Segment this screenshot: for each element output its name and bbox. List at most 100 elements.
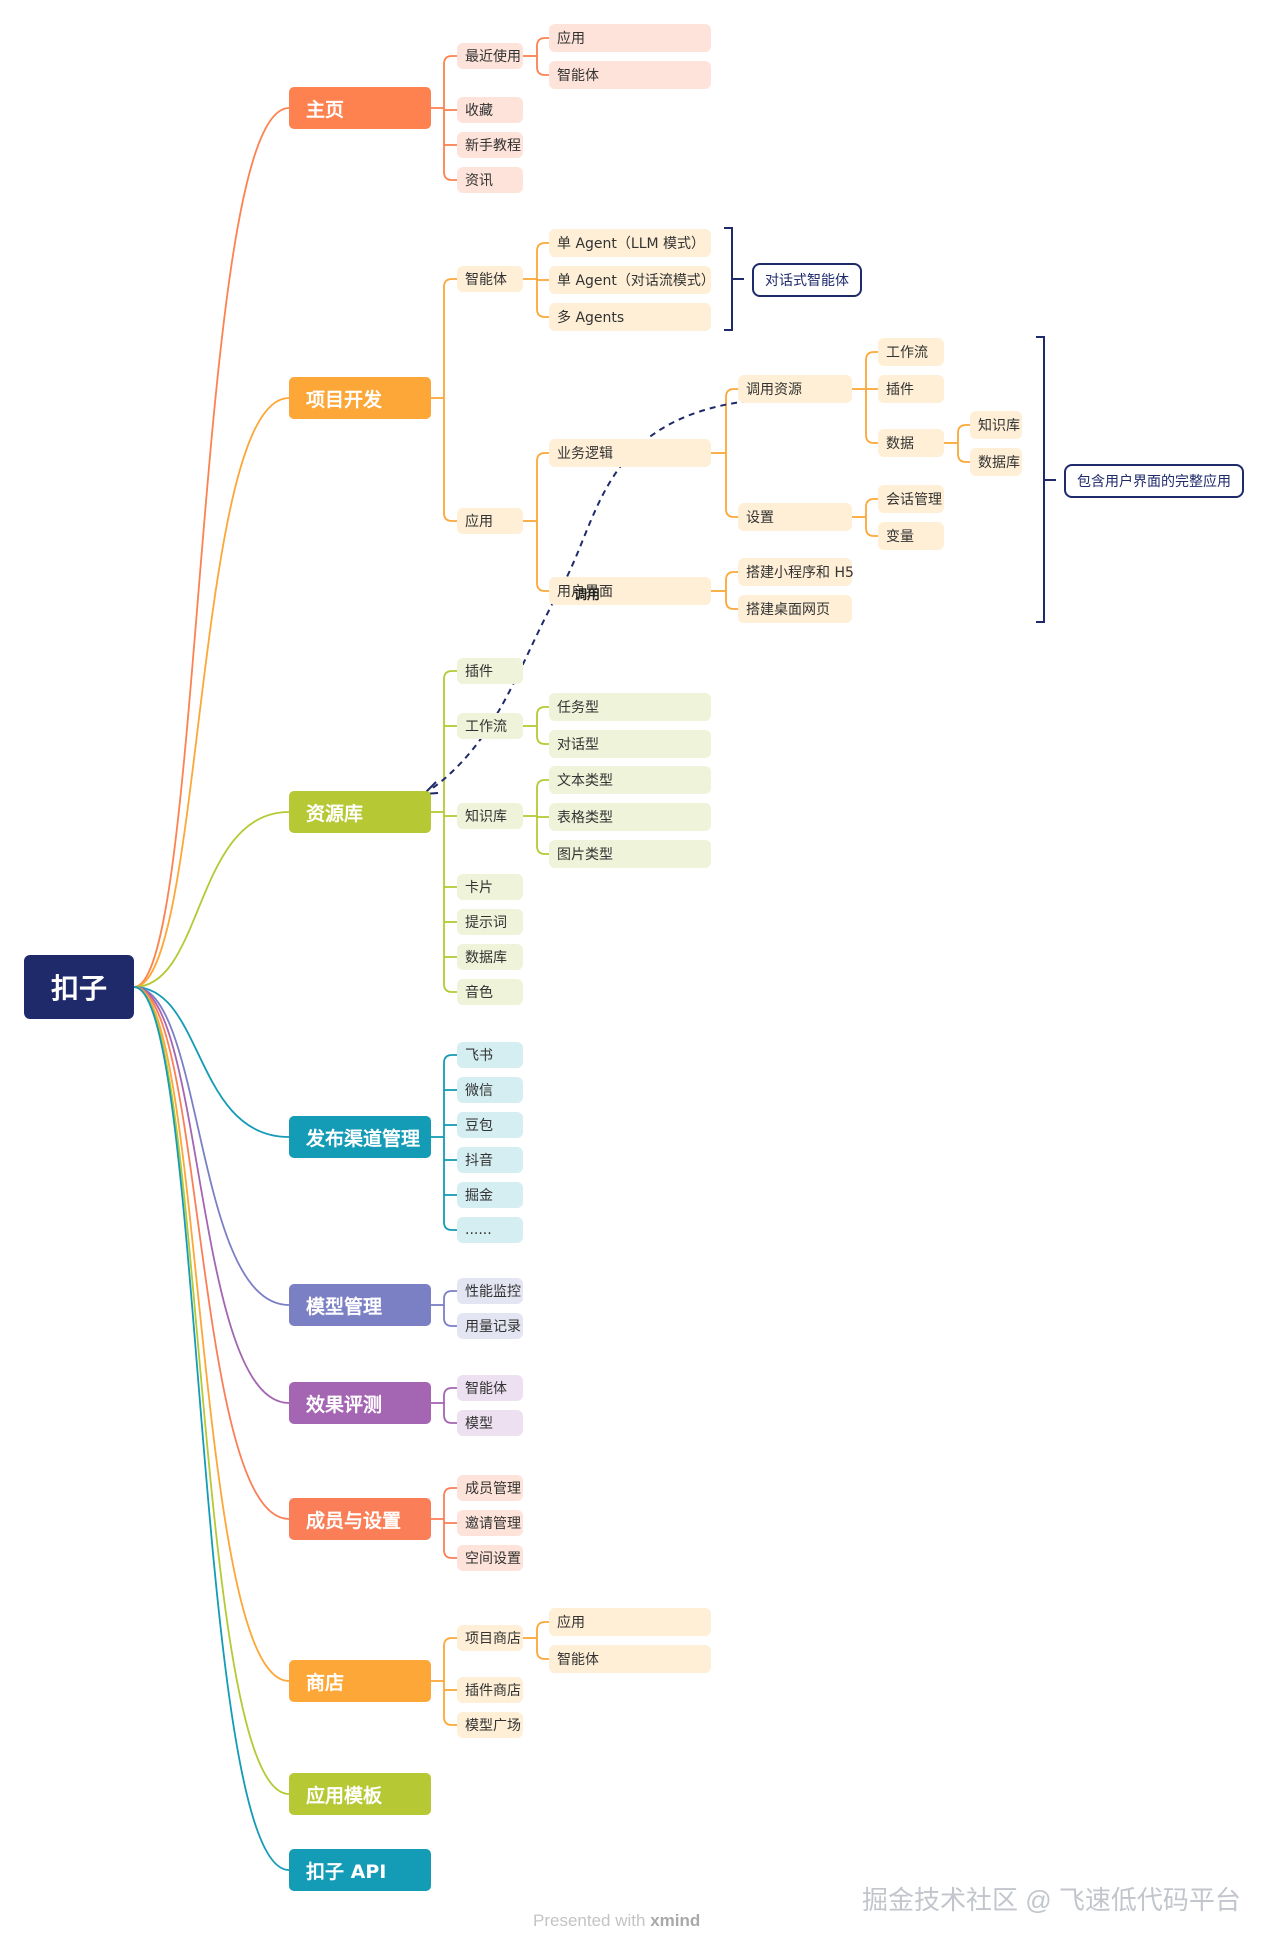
connector-line <box>133 986 290 1795</box>
node-2-2-2[interactable]: 图片类型 <box>549 840 711 868</box>
node-1-0[interactable]: 智能体 <box>457 266 523 292</box>
summary-app-group[interactable]: 包含用户界面的完整应用 <box>1064 464 1244 498</box>
node-1-1-0-0-2-1[interactable]: 数据库 <box>970 448 1022 476</box>
node-1-1-0-0-0[interactable]: 工作流 <box>878 338 944 366</box>
node-5-1[interactable]: 模型 <box>457 1410 523 1436</box>
node-2-2-1[interactable]: 表格类型 <box>549 803 711 831</box>
node-4-1[interactable]: 用量记录 <box>457 1313 523 1339</box>
node-5-0[interactable]: 智能体 <box>457 1375 523 1401</box>
connector-line <box>865 498 878 508</box>
branch-7[interactable]: 成员与设置 <box>289 1498 431 1540</box>
branch-9[interactable]: 应用模板 <box>289 1773 431 1815</box>
connector-line <box>536 66 549 76</box>
node-6-0[interactable]: 成员管理 <box>457 1475 523 1501</box>
node-7-2[interactable]: 模型广场 <box>457 1712 523 1738</box>
node-1-1-0-1-0[interactable]: 会话管理 <box>878 485 944 513</box>
node-2-5[interactable]: 数据库 <box>457 944 523 970</box>
branch-4[interactable]: 发布渠道管理 <box>289 1116 431 1158</box>
node-0-3[interactable]: 资讯 <box>457 167 523 193</box>
node-2-2-0[interactable]: 文本类型 <box>549 766 711 794</box>
connector-line <box>443 171 457 181</box>
node-1-1-1-0[interactable]: 搭建小程序和 H5 <box>738 558 854 586</box>
branch-10[interactable]: 扣子 API <box>289 1849 431 1891</box>
node-7-0-0[interactable]: 应用 <box>549 1608 711 1636</box>
branch-8[interactable]: 商店 <box>289 1660 431 1702</box>
connector-line <box>1036 336 1045 623</box>
branch-1[interactable]: 主页 <box>289 87 431 129</box>
connector-line <box>133 986 290 1306</box>
node-1-1-1-1[interactable]: 搭建桌面网页 <box>738 595 852 623</box>
connector-line <box>536 242 549 252</box>
branch-2[interactable]: 项目开发 <box>289 377 431 419</box>
connector-line <box>133 986 290 1404</box>
connector-line <box>133 811 290 988</box>
node-1-1-0-0-2[interactable]: 数据 <box>878 429 944 457</box>
node-0-0[interactable]: 最近使用 <box>457 43 523 69</box>
node-1-0-0[interactable]: 单 Agent（LLM 模式） <box>549 229 711 257</box>
footer-prefix: Presented with <box>533 1911 646 1930</box>
connector-line <box>443 512 457 522</box>
relation-label: 调用 <box>574 588 601 603</box>
node-2-6[interactable]: 音色 <box>457 979 523 1005</box>
connector-line <box>133 397 290 988</box>
node-7-0[interactable]: 项目商店 <box>457 1625 523 1651</box>
connector-line <box>443 55 457 65</box>
node-0-1[interactable]: 收藏 <box>457 97 523 123</box>
branch-3[interactable]: 资源库 <box>289 791 431 833</box>
node-1-1-1[interactable]: 用户界面 <box>549 577 711 605</box>
footer-credit: Presented with xmind <box>533 1911 700 1931</box>
node-2-3[interactable]: 卡片 <box>457 874 523 900</box>
summary-agent-group[interactable]: 对话式智能体 <box>752 263 862 297</box>
watermark: 掘金技术社区 @ 飞速低代码平台 <box>862 1885 1241 1915</box>
node-1-1-0-1[interactable]: 设置 <box>738 503 852 531</box>
branch-5[interactable]: 模型管理 <box>289 1284 431 1326</box>
node-1-1-0-0[interactable]: 调用资源 <box>738 375 852 403</box>
node-3-1[interactable]: 微信 <box>457 1077 523 1103</box>
node-6-2[interactable]: 空间设置 <box>457 1545 523 1571</box>
node-1-1-0-0-1[interactable]: 插件 <box>878 375 944 403</box>
node-7-1[interactable]: 插件商店 <box>457 1677 523 1703</box>
node-2-4[interactable]: 提示词 <box>457 909 523 935</box>
connector-line <box>536 1650 549 1660</box>
connector-line <box>536 845 549 855</box>
node-4-0[interactable]: 性能监控 <box>457 1278 523 1304</box>
connector-line <box>536 1621 549 1631</box>
connector-line <box>133 986 290 1871</box>
node-3-5[interactable]: ...... <box>457 1217 523 1243</box>
root-node[interactable]: 扣子 <box>24 955 134 1019</box>
connector-line <box>133 986 290 1682</box>
node-3-4[interactable]: 掘金 <box>457 1182 523 1208</box>
footer-brand: xmind <box>650 1911 701 1930</box>
node-0-0-1[interactable]: 智能体 <box>549 61 711 89</box>
node-2-1-1[interactable]: 对话型 <box>549 730 711 758</box>
connector-line <box>133 986 290 1520</box>
node-3-2[interactable]: 豆包 <box>457 1112 523 1138</box>
node-1-1-0[interactable]: 业务逻辑 <box>549 439 711 467</box>
connector-line <box>865 527 878 537</box>
node-2-2[interactable]: 知识库 <box>457 803 523 829</box>
node-0-2[interactable]: 新手教程 <box>457 132 523 158</box>
branch-6[interactable]: 效果评测 <box>289 1382 431 1424</box>
connector-line <box>957 424 970 434</box>
connector-line <box>133 986 290 1138</box>
connector-line <box>536 706 549 716</box>
node-6-1[interactable]: 邀请管理 <box>457 1510 523 1536</box>
node-1-1-0-0-2-0[interactable]: 知识库 <box>970 411 1022 439</box>
node-3-3[interactable]: 抖音 <box>457 1147 523 1173</box>
node-0-0-0[interactable]: 应用 <box>549 24 711 52</box>
node-2-1-0[interactable]: 任务型 <box>549 693 711 721</box>
connector-line <box>443 1054 457 1064</box>
connector-line <box>865 434 878 444</box>
connector-line <box>536 735 549 745</box>
connector-line <box>957 453 970 463</box>
node-3-0[interactable]: 飞书 <box>457 1042 523 1068</box>
node-2-1[interactable]: 工作流 <box>457 713 523 739</box>
node-2-0[interactable]: 插件 <box>457 658 523 684</box>
connector-line <box>725 600 738 610</box>
node-1-1[interactable]: 应用 <box>457 508 523 534</box>
node-7-0-1[interactable]: 智能体 <box>549 1645 711 1673</box>
node-1-0-2[interactable]: 多 Agents <box>549 303 711 331</box>
connector-line <box>536 452 549 462</box>
node-1-1-0-1-1[interactable]: 变量 <box>878 522 944 550</box>
node-1-0-1[interactable]: 单 Agent（对话流模式） <box>549 266 715 294</box>
